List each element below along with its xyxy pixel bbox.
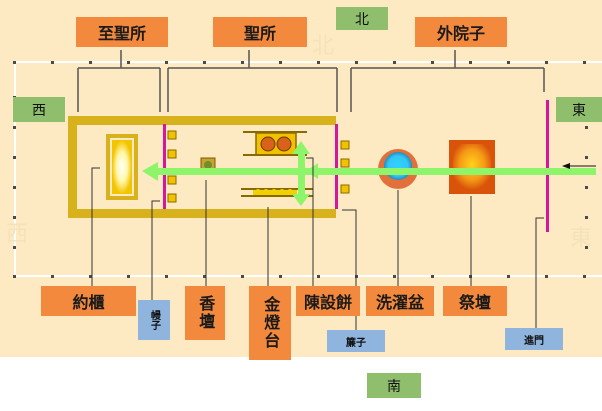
outer-court-boundary: [14, 61, 602, 277]
lampstand-label: 金燈台: [249, 286, 291, 360]
holy-of-holies-heading: 至聖所: [76, 17, 168, 47]
direction-west-label: 西: [13, 97, 65, 122]
incense-altar-label-text: 香壇: [196, 295, 216, 331]
gate-line: [546, 100, 549, 232]
ghost-north-text: 北: [312, 34, 335, 59]
lampstand-shape: [241, 188, 313, 197]
showbread-label: 陳設餅: [296, 286, 360, 316]
veil-line: [163, 124, 166, 209]
direction-south-label: 南: [367, 373, 421, 398]
ghost-east-text: 東: [570, 226, 593, 251]
gate-pointer-head: [562, 163, 570, 169]
direction-north-label: 北: [336, 7, 388, 30]
gate-label: 進門: [505, 328, 563, 350]
incense-altar-label: 香壇: [185, 286, 225, 340]
ark-shape: [106, 134, 138, 200]
section-brackets: [77, 50, 545, 112]
ghost-west-text: 西: [6, 222, 29, 247]
direction-east-label: 東: [556, 97, 602, 122]
screen-line: [335, 124, 338, 209]
screen-label: 簾子: [327, 330, 385, 352]
showbread-table-shape: [243, 131, 307, 156]
altar-label: 祭壇: [443, 286, 507, 316]
laver-label: 洗濯盆: [366, 286, 434, 316]
altar-shape: [449, 140, 495, 194]
veil-label-text: 幔子: [148, 310, 160, 330]
veil-label: 幔子: [138, 300, 170, 340]
holy-place-heading: 聖所: [213, 17, 307, 47]
pillars: [167, 130, 350, 203]
entry-arrow: [142, 141, 596, 206]
leader-lines: [91, 157, 544, 330]
outer-court-heading: 外院子: [415, 17, 507, 47]
lampstand-label-text: 金燈台: [261, 296, 281, 350]
ark-label: 約櫃: [41, 286, 136, 316]
